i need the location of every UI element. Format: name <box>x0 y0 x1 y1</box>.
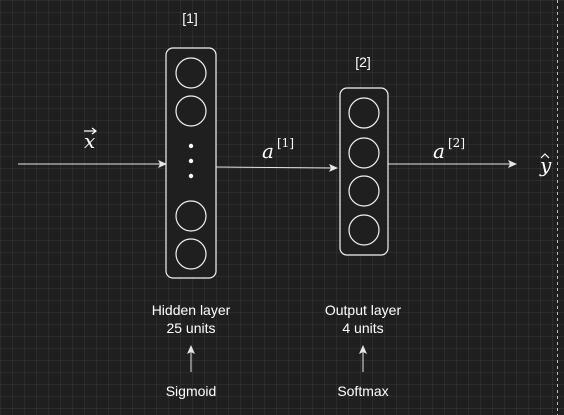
output-layer-box <box>339 87 389 256</box>
hidden-layer-title: Hidden layer <box>152 302 231 318</box>
output-neuron <box>348 214 380 246</box>
hidden-neuron <box>175 200 207 232</box>
ellipsis-dot <box>188 158 194 164</box>
hidden-activation-label: Sigmoid <box>166 383 217 399</box>
hidden-neuron <box>175 238 207 270</box>
prediction-symbol: y <box>539 153 552 177</box>
hidden-layer-index: [1] <box>182 10 198 26</box>
output-neuron <box>348 175 380 207</box>
hidden-neuron <box>175 95 207 127</box>
output-neuron <box>348 137 380 169</box>
prediction-label: y <box>539 153 552 177</box>
hidden-output-superscript: [1] <box>277 136 294 150</box>
output-activation-label: Softmax <box>337 383 388 399</box>
output-activation-base: a <box>433 139 445 163</box>
vector-arrow-head <box>91 127 97 135</box>
hidden-output-base: a <box>262 139 274 163</box>
output-activation-label: a [2] <box>433 136 465 163</box>
output-layer-title: Output layer <box>325 302 402 318</box>
hidden-output-label: a [1] <box>262 136 294 163</box>
prediction-hat <box>540 153 550 159</box>
hidden-neuron <box>175 57 207 89</box>
output-layer: [2] Output layer 4 units Softmax <box>325 54 402 399</box>
output-layer-units: 4 units <box>342 320 383 336</box>
input-vector-label: x <box>84 127 97 153</box>
hidden-layer: [1] Hidden layer 25 units Sigmoid <box>152 10 231 399</box>
output-activation-superscript: [2] <box>448 136 465 150</box>
output-neuron <box>348 97 380 129</box>
ellipsis-dot <box>188 143 194 149</box>
hidden-to-output-arrow <box>215 163 338 172</box>
output-layer-index: [2] <box>355 54 371 70</box>
input-symbol: x <box>84 129 95 153</box>
hidden-layer-units: 25 units <box>166 320 215 336</box>
ellipsis-dot <box>188 173 194 179</box>
